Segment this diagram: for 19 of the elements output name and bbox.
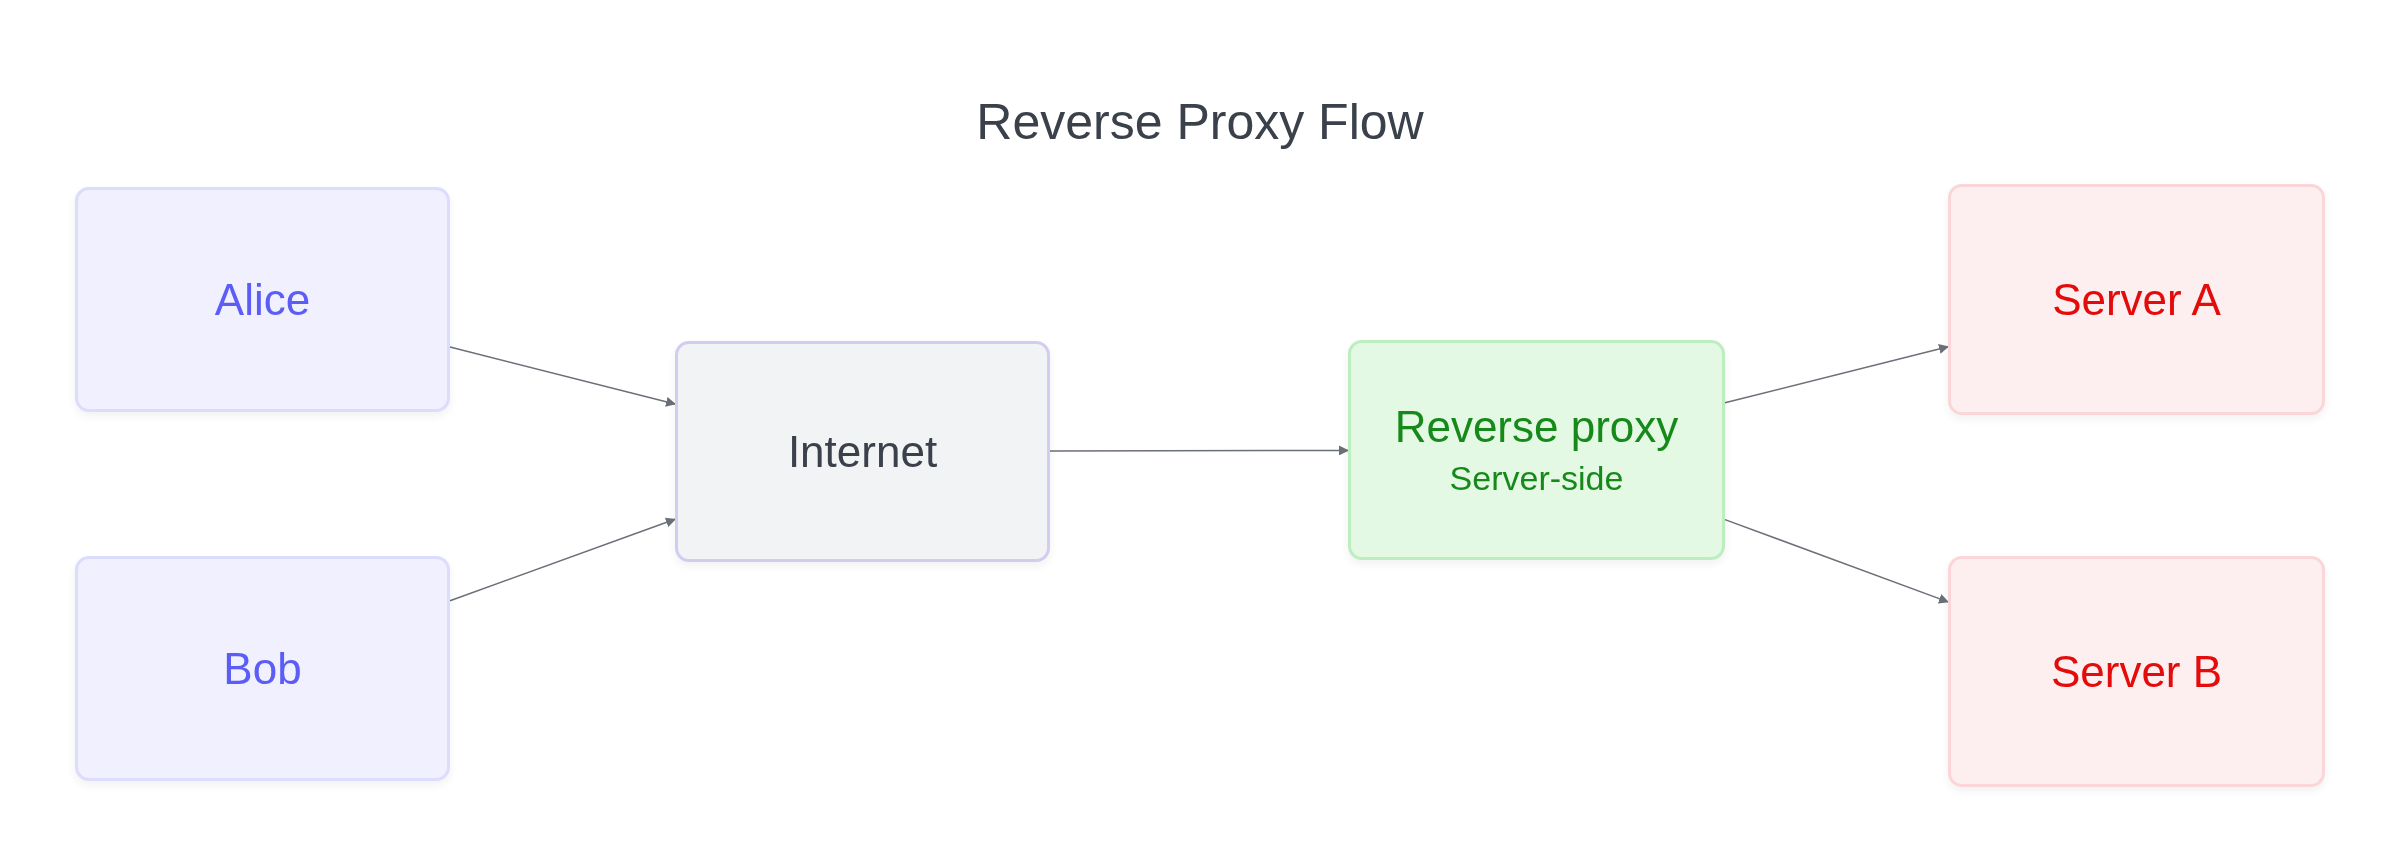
node-label: Internet — [787, 425, 938, 478]
node-label: Bob — [223, 642, 302, 695]
node-label: Reverse proxy — [1394, 401, 1679, 453]
node-label: Server B — [2050, 645, 2223, 698]
diagram-title: Reverse Proxy Flow — [975, 93, 1425, 152]
process-box — [1948, 184, 2325, 415]
node-label: Server A — [2052, 273, 2221, 326]
arrow — [449, 346, 676, 407]
process-box — [1948, 556, 2325, 787]
arrow — [1724, 344, 1949, 404]
process-box — [1348, 340, 1725, 560]
process-box — [675, 341, 1050, 562]
arrow — [449, 517, 676, 602]
node-sublabel: Server-side — [1449, 458, 1624, 499]
node-label: Alice — [214, 273, 311, 326]
arrow — [1724, 518, 1949, 604]
arrow — [1049, 445, 1349, 456]
process-box — [75, 187, 450, 412]
process-box — [75, 556, 450, 781]
